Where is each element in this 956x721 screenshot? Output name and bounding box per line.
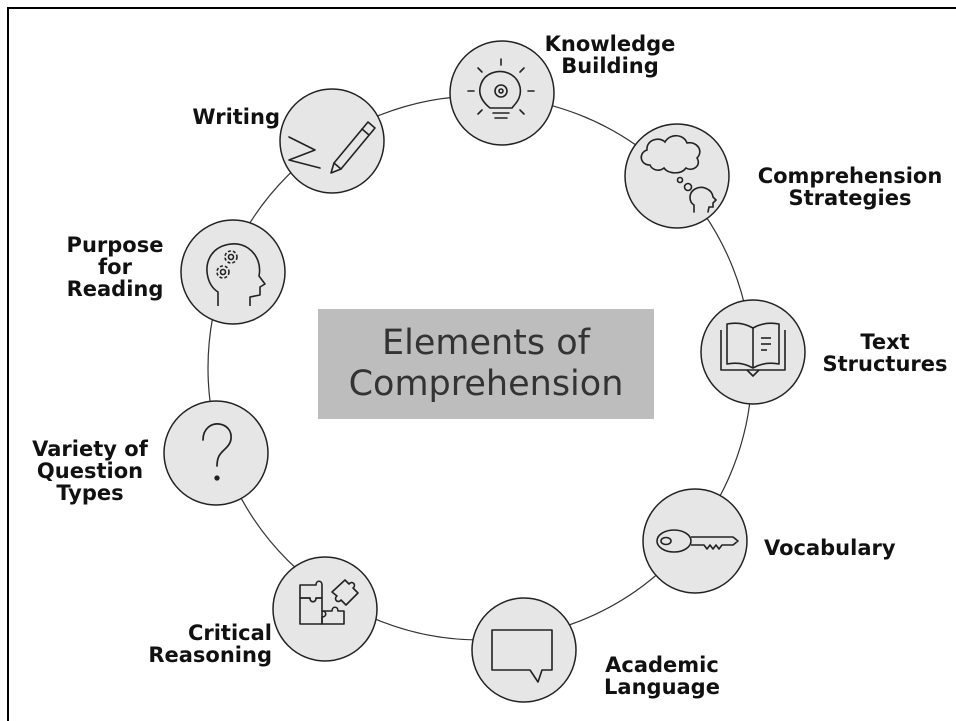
node-text-structures (700, 299, 806, 405)
pen-signature-icon (288, 121, 376, 174)
label-variety-of-question-types: Variety of Question Types (32, 437, 148, 505)
label-knowledge-building: Knowledge Building (544, 32, 676, 78)
question-mark-icon (202, 423, 232, 481)
key-icon (656, 529, 739, 553)
label-writing: Writing (192, 105, 280, 129)
outer-frame (7, 7, 956, 721)
label-critical-reasoning: Critical Reasoning (148, 621, 272, 667)
label-comprehension-strategies: Comprehension Strategies (757, 164, 943, 210)
node-comprehension-strategies (624, 123, 730, 229)
center-title: Elements of Comprehension (348, 323, 624, 404)
open-book-icon (720, 322, 786, 377)
node-writing (279, 88, 385, 194)
speech-bubble-icon (491, 629, 553, 683)
lightbulb-gear-icon (467, 58, 535, 119)
head-gears-icon (206, 243, 266, 306)
label-vocabulary: Vocabulary (764, 536, 896, 560)
thought-cloud-head-icon (640, 134, 718, 213)
label-academic-language: Academic Language (604, 653, 720, 699)
node-academic-language (471, 597, 577, 703)
node-purpose-for-reading (180, 219, 286, 325)
node-critical-reasoning (272, 556, 378, 662)
center-title-box: Elements of Comprehension (318, 309, 654, 419)
node-variety-of-question-types (163, 400, 269, 506)
label-purpose-for-reading: Purpose for Reading (66, 233, 164, 301)
label-text-structures: Text Structures (822, 330, 948, 376)
node-knowledge-building (449, 40, 555, 146)
node-vocabulary (642, 488, 748, 594)
puzzle-icon (299, 579, 359, 625)
